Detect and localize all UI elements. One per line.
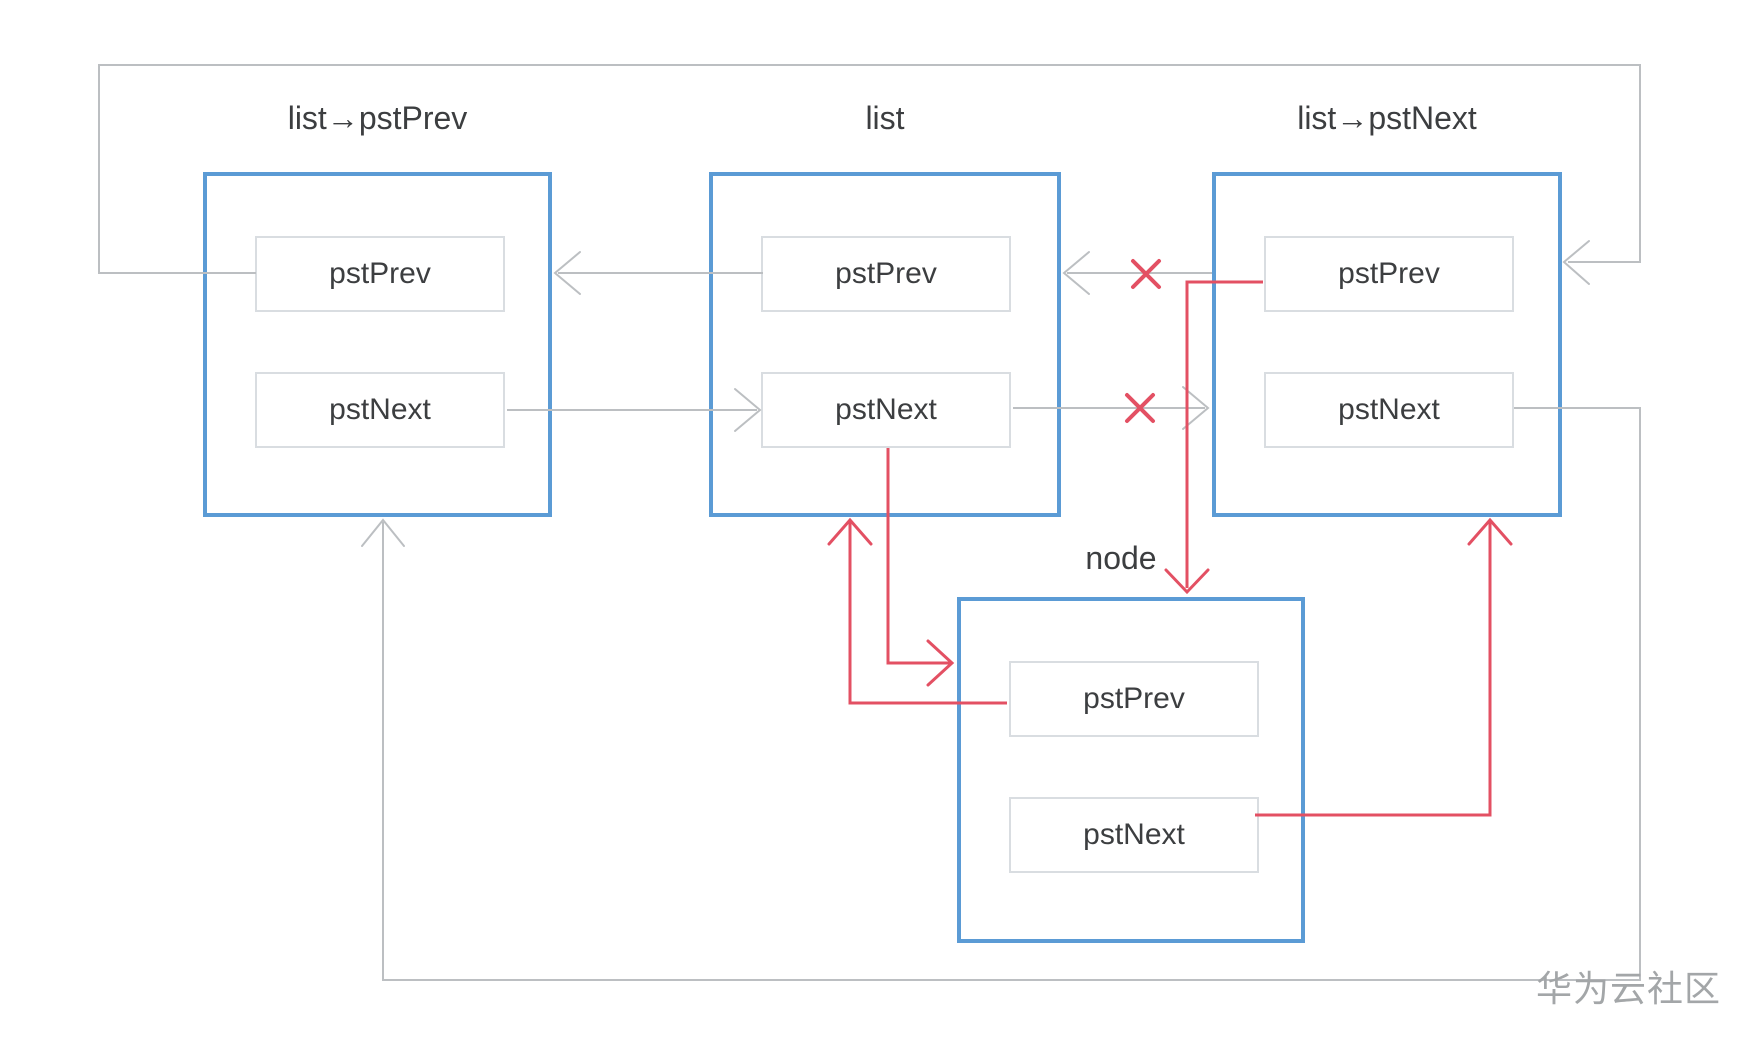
red-arrowhead-right-into-node-left [926,639,955,687]
field-newnode-pstnext: pstNext [1009,797,1259,873]
title-list-pstprev: list→pstPrev [287,100,468,136]
watermark-huawei-cloud: 华为云社区 [1536,968,1722,1009]
red-cross-pstprev-link [1131,259,1161,289]
field-newnode-pstprev: pstPrev [1009,661,1259,737]
gray-arrowhead-into-nextnode [1182,386,1210,430]
title-node: node [1085,540,1157,576]
red-cross-pstnext-link [1125,393,1155,423]
field-nextnode-pstnext: pstNext [1264,372,1514,448]
gray-arrowhead-into-list-right [1062,251,1090,295]
gray-arrowhead-into-right-pstprev [1562,240,1590,285]
node-box-next: pstPrev pstNext [1212,172,1562,517]
red-arrowhead-up-into-nextnode-bottom [1467,517,1513,546]
node-box-prev: pstPrev pstNext [203,172,552,517]
title-list: list [865,100,905,136]
node-box-list: pstPrev pstNext [709,172,1061,517]
field-prevnode-pstnext: pstNext [255,372,505,448]
red-arrowhead-up-into-list-bottom [827,517,873,546]
field-prevnode-pstprev: pstPrev [255,236,505,312]
gray-arrowhead-into-prevnode-bottom [361,518,405,547]
gray-arrowhead-into-prevnode [553,251,581,295]
node-box-new: pstPrev pstNext [957,597,1305,943]
field-nextnode-pstprev: pstPrev [1264,236,1514,312]
red-arrowhead-down-into-node-top [1164,568,1210,595]
field-list-pstnext: pstNext [761,372,1011,448]
title-list-pstnext: list→pstNext [1297,100,1477,136]
field-list-pstprev: pstPrev [761,236,1011,312]
